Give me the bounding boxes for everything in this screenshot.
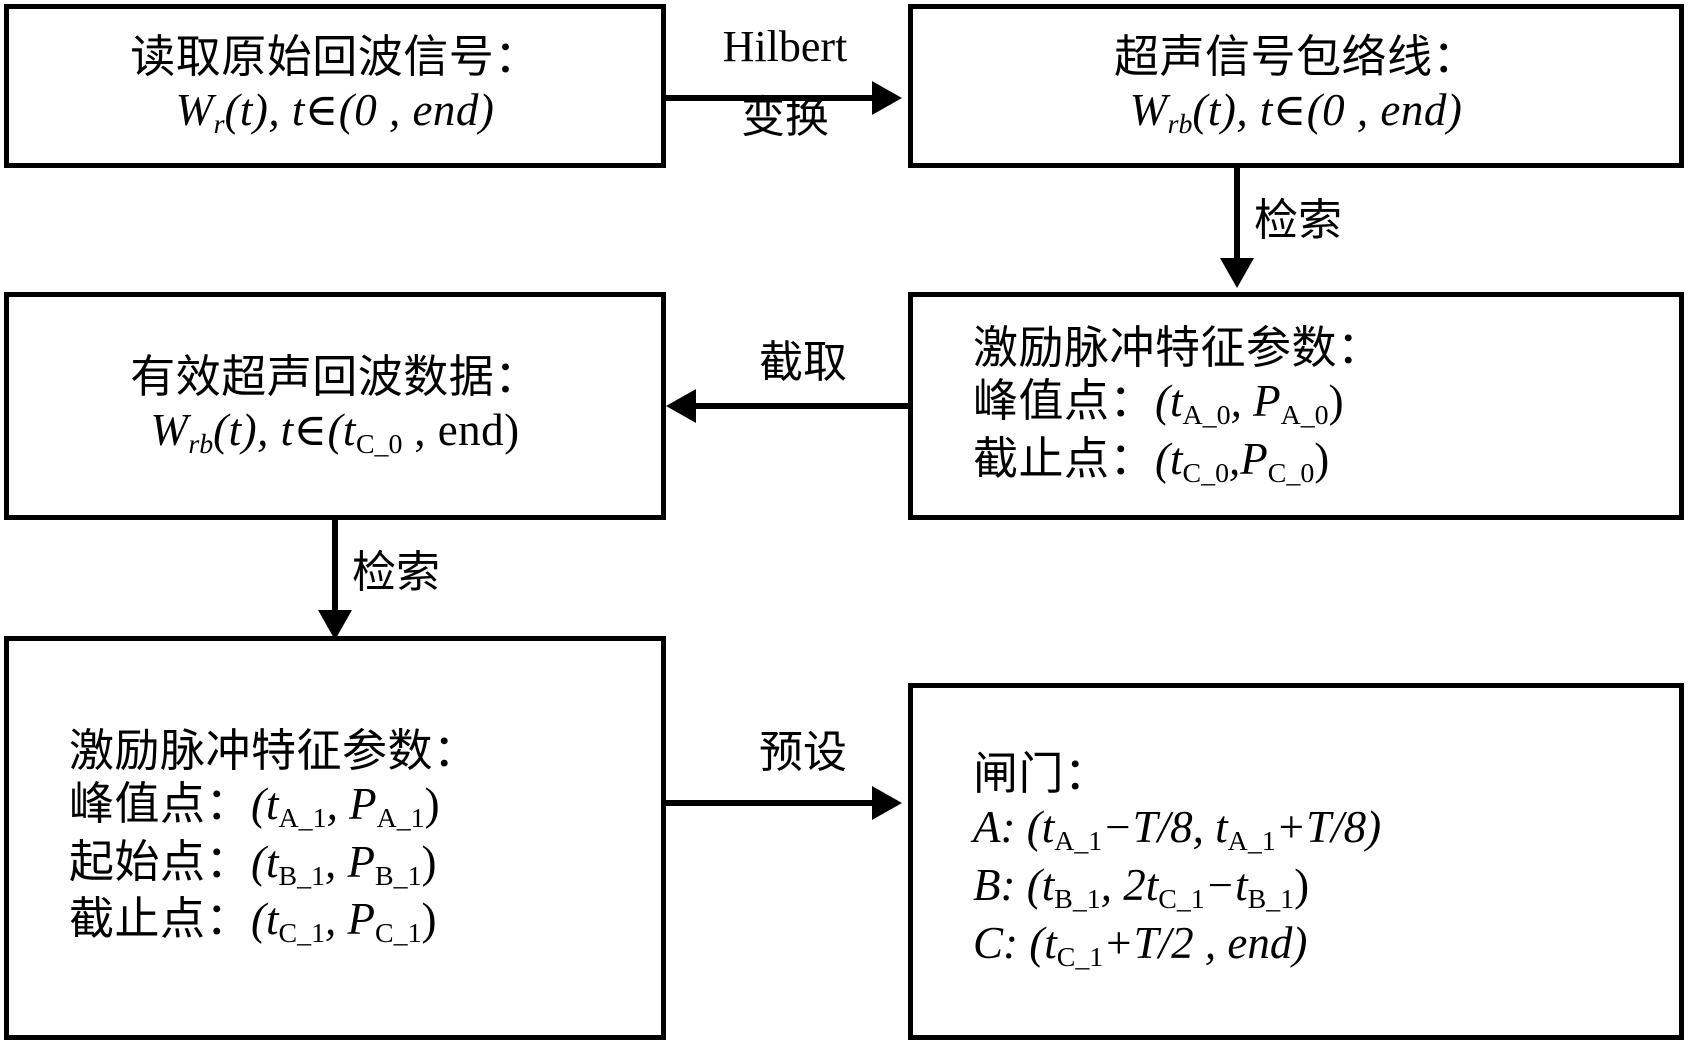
symbol-w-argument: (t), t∈(0 , end): [224, 84, 495, 135]
peak-point-label: 峰值点：: [69, 778, 252, 829]
node-gates-gate-b: B: (tB_1, 2tC_1−tB_1): [913, 859, 1309, 917]
cutoff-point-sub-p: C_1: [375, 918, 422, 950]
start-point-close: ): [421, 836, 437, 887]
node-excitation-pulse-params-0-cutoff-point: 截止点：(tC_0,PC_0): [913, 433, 1329, 491]
cutoff-point-sub-p: C_0: [1267, 457, 1315, 489]
node-gates-gate-a: A: (tA_1−T/8, tA_1+T/8): [913, 801, 1381, 859]
cutoff-point-mid: , P: [325, 894, 376, 945]
symbol-w-subscript: rb: [1167, 108, 1193, 140]
cutoff-point-label: 截止点：: [973, 433, 1156, 484]
gate-a-mid: −T/8, t: [1102, 802, 1228, 853]
start-point-label: 起始点：: [69, 836, 252, 887]
arrow-truncate-line: [696, 403, 908, 409]
gate-c-mid: +T/2 , end): [1103, 917, 1308, 968]
gate-b-end: ): [1294, 860, 1310, 911]
node-read-raw-echo-signal: 读取原始回波信号： Wr(t), t∈(0 , end): [4, 4, 666, 168]
gate-b-label: B: (t: [973, 860, 1055, 911]
gate-a-end: +T/8): [1275, 802, 1382, 853]
edge-label-hilbert: Hilbert 变换: [690, 22, 880, 143]
gate-a-sub-2: A_1: [1227, 826, 1276, 858]
peak-point-sub-t: A_1: [278, 802, 327, 834]
node-read-raw-echo-signal-line1: 读取原始回波信号：: [130, 31, 540, 82]
arrow-retrieve-top-head: [1220, 258, 1254, 288]
node-ultrasonic-envelope: 超声信号包络线： Wrb(t), t∈(0 , end): [908, 4, 1684, 168]
arrow-retrieve-left-line: [332, 520, 338, 615]
node-valid-echo-data-line1: 有效超声回波数据：: [130, 351, 540, 402]
peak-point-mid: , P: [1230, 375, 1281, 426]
edge-label-retrieve-left: 检索: [352, 548, 440, 597]
peak-point-sub-p: A_1: [376, 802, 425, 834]
cutoff-point-open: (t: [1155, 433, 1183, 484]
peak-point-close: ): [424, 778, 440, 829]
gate-b-mid-2: −t: [1204, 860, 1248, 911]
gate-b-sub-3: B_1: [1247, 883, 1295, 915]
symbol-w: W: [150, 404, 189, 455]
symbol-w-argument: (t), t∈(0 , end): [1192, 84, 1463, 135]
arrow-truncate-head: [666, 389, 696, 423]
node-read-raw-echo-signal-line2: Wr(t), t∈(0 , end): [176, 84, 495, 142]
node-excitation-pulse-params-1-title: 激励脉冲特征参数：: [69, 725, 479, 776]
peak-point-label: 峰值点：: [973, 375, 1156, 426]
gate-b-mid: , 2t: [1100, 860, 1159, 911]
node-gates: 闸门： A: (tA_1−T/8, tA_1+T/8) B: (tB_1, 2t…: [908, 683, 1684, 1040]
node-excitation-pulse-params-0: 激励脉冲特征参数： 峰值点：(tA_0, PA_0) 截止点：(tC_0,PC_…: [908, 292, 1684, 520]
symbol-w-argument: (t), t∈(t: [213, 404, 356, 455]
arrow-hilbert-head: [872, 81, 902, 115]
symbol-t-subscript-c0: C_0: [355, 428, 403, 460]
node-gates-title: 闸门：: [973, 749, 1110, 800]
symbol-w: W: [175, 84, 214, 135]
peak-point-open: (t: [251, 778, 279, 829]
edge-label-hilbert-line1: Hilbert: [722, 22, 848, 71]
cutoff-point-close: ): [1314, 433, 1330, 484]
node-gates-gate-c: C: (tC_1+T/2 , end): [913, 917, 1307, 975]
gate-a-sub-1: A_1: [1054, 826, 1103, 858]
gate-c-sub-1: C_1: [1056, 941, 1104, 973]
symbol-interval-end: , end): [402, 404, 520, 455]
node-excitation-pulse-params-1: 激励脉冲特征参数： 峰值点：(tA_1, PA_1) 起始点：(tB_1, PB…: [4, 636, 666, 1040]
cutoff-point-close: ): [421, 894, 437, 945]
edge-label-preset: 预设: [759, 728, 847, 777]
node-excitation-pulse-params-1-start-point: 起始点：(tB_1, PB_1): [9, 836, 437, 894]
peak-point-sub-p: A_0: [1280, 399, 1329, 431]
node-ultrasonic-envelope-line2: Wrb(t), t∈(0 , end): [1130, 84, 1463, 142]
node-excitation-pulse-params-0-peak-point: 峰值点：(tA_0, PA_0): [913, 375, 1344, 433]
edge-label-truncate: 截取: [759, 338, 847, 387]
cutoff-point-label: 截止点：: [69, 894, 252, 945]
symbol-w-subscript: rb: [188, 428, 214, 460]
node-excitation-pulse-params-1-cutoff-point: 截止点：(tC_1, PC_1): [9, 893, 437, 951]
start-point-sub-p: B_1: [375, 860, 422, 892]
gate-b-sub-1: B_1: [1054, 883, 1101, 915]
node-valid-echo-data: 有效超声回波数据： Wrb(t), t∈(tC_0 , end): [4, 292, 666, 520]
peak-point-sub-t: A_0: [1182, 399, 1231, 431]
node-valid-echo-data-line2: Wrb(t), t∈(tC_0 , end): [150, 404, 519, 462]
start-point-mid: , P: [325, 836, 376, 887]
gate-c-label: C: (t: [973, 917, 1057, 968]
cutoff-point-sub-t: C_1: [278, 918, 326, 950]
node-excitation-pulse-params-1-peak-point: 峰值点：(tA_1, PA_1): [9, 778, 440, 836]
gate-a-label: A: (t: [973, 802, 1055, 853]
gate-b-sub-2: C_1: [1158, 883, 1205, 915]
arrow-retrieve-left-head: [318, 610, 352, 640]
edge-label-retrieve-top: 检索: [1254, 196, 1342, 245]
peak-point-close: ): [1328, 375, 1344, 426]
symbol-w: W: [1129, 84, 1168, 135]
start-point-open: (t: [251, 836, 279, 887]
cutoff-point-open: (t: [251, 894, 279, 945]
symbol-w-subscript: r: [213, 108, 225, 140]
start-point-sub-t: B_1: [278, 860, 326, 892]
arrow-preset-head: [872, 786, 902, 820]
cutoff-point-sub-t: C_0: [1182, 457, 1230, 489]
node-ultrasonic-envelope-line1: 超声信号包络线：: [1113, 31, 1478, 82]
arrow-preset-line: [666, 800, 878, 806]
node-excitation-pulse-params-0-title: 激励脉冲特征参数：: [973, 322, 1383, 373]
arrow-retrieve-top-line: [1234, 168, 1240, 263]
peak-point-mid: , P: [326, 778, 377, 829]
cutoff-point-mid: ,P: [1229, 433, 1268, 484]
peak-point-open: (t: [1155, 375, 1183, 426]
edge-label-hilbert-line2: 变换: [741, 93, 829, 143]
arrow-hilbert-line: [666, 95, 878, 101]
